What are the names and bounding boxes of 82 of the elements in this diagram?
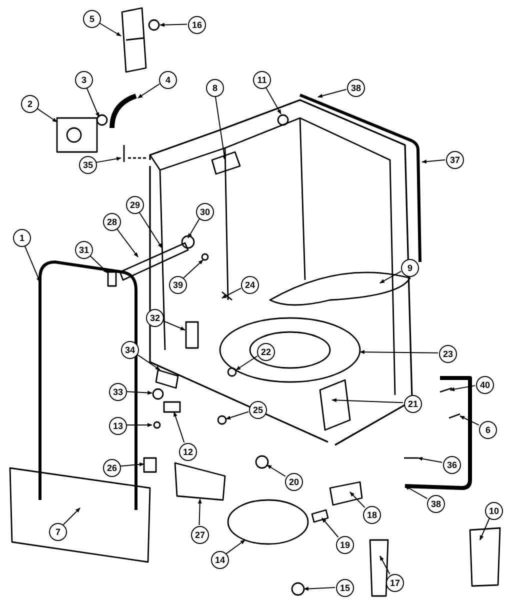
callout-number: 11 [253, 71, 271, 89]
leader-line [236, 355, 258, 370]
leader-line [380, 270, 402, 284]
leader-line [304, 586, 336, 591]
callout-number: 29 [126, 196, 144, 214]
leader-line [160, 22, 188, 27]
callout-number: 7 [49, 523, 67, 541]
callout-number: 13 [109, 417, 127, 435]
callout-number: 1 [13, 229, 31, 247]
leader-line [222, 288, 242, 298]
leader-line [450, 385, 476, 392]
callout-number: 5 [83, 10, 101, 28]
callout-number: 15 [336, 579, 354, 597]
leader-line [380, 556, 390, 575]
leader-line [460, 416, 480, 426]
leader-line [183, 260, 204, 278]
leader-line [318, 88, 347, 98]
leader-line [89, 254, 108, 274]
leader-line [136, 354, 160, 370]
callout-number: 19 [336, 536, 354, 554]
leader-line [36, 108, 58, 122]
callout-number: 4 [159, 71, 177, 89]
leader-line [138, 211, 162, 248]
leader-line [480, 518, 490, 540]
callout-number: 26 [103, 459, 121, 477]
callout-number: 21 [404, 395, 422, 413]
leader-line [226, 540, 246, 554]
callout-number: 24 [241, 276, 259, 294]
leader-line [98, 22, 122, 36]
leader-line [24, 244, 40, 282]
callout-number: 32 [146, 309, 164, 327]
callout-number: 12 [179, 443, 197, 461]
leader-line [188, 218, 200, 238]
callout-number: 27 [191, 526, 209, 544]
leader-line [174, 412, 185, 443]
callout-number: 8 [206, 79, 224, 97]
leader-line [322, 518, 339, 538]
callout-number: 10 [485, 502, 503, 520]
callout-number: 16 [188, 16, 206, 34]
callout-number: 38 [427, 495, 445, 513]
leader-line [116, 228, 138, 258]
callout-number: 40 [476, 376, 494, 394]
callout-number: 22 [257, 343, 275, 361]
leader-line [264, 86, 282, 114]
leader-line [126, 423, 152, 427]
callout-number: 31 [75, 241, 93, 259]
callout-number: 34 [121, 341, 139, 359]
leader-line [62, 508, 80, 526]
leader-line [332, 398, 404, 404]
leader-line [360, 350, 438, 354]
callout-number: 28 [103, 213, 121, 231]
callout-number: 30 [196, 203, 214, 221]
leader-line [422, 159, 446, 164]
leader-line [198, 498, 202, 526]
leader-line [162, 320, 186, 330]
leader-line [418, 456, 443, 463]
leader-line [138, 83, 160, 98]
leader-line [266, 464, 286, 477]
leader-line [350, 492, 366, 508]
callout-number: 6 [479, 421, 497, 439]
leader-line [125, 390, 152, 395]
leader-line [214, 95, 226, 160]
callout-number: 18 [363, 506, 381, 524]
callout-number: 33 [109, 383, 127, 401]
callout-number: 37 [446, 151, 464, 169]
callout-number: 39 [169, 276, 187, 294]
callout-number: 20 [285, 473, 303, 491]
callout-number: 17 [386, 574, 404, 592]
leader-line [119, 462, 144, 467]
callout-number: 9 [401, 259, 419, 277]
callout-number: 3 [75, 71, 93, 89]
callout-number: 23 [439, 345, 457, 363]
leader-line [404, 486, 428, 500]
callout-number: 14 [211, 551, 229, 569]
leader-line [86, 86, 100, 118]
callout-number: 25 [249, 401, 267, 419]
callout-number: 2 [21, 95, 39, 113]
leader-line [226, 411, 249, 420]
callout-number: 38 [347, 79, 365, 97]
leader-line [95, 156, 122, 163]
callout-number: 36 [443, 456, 461, 474]
callout-number: 35 [79, 156, 97, 174]
